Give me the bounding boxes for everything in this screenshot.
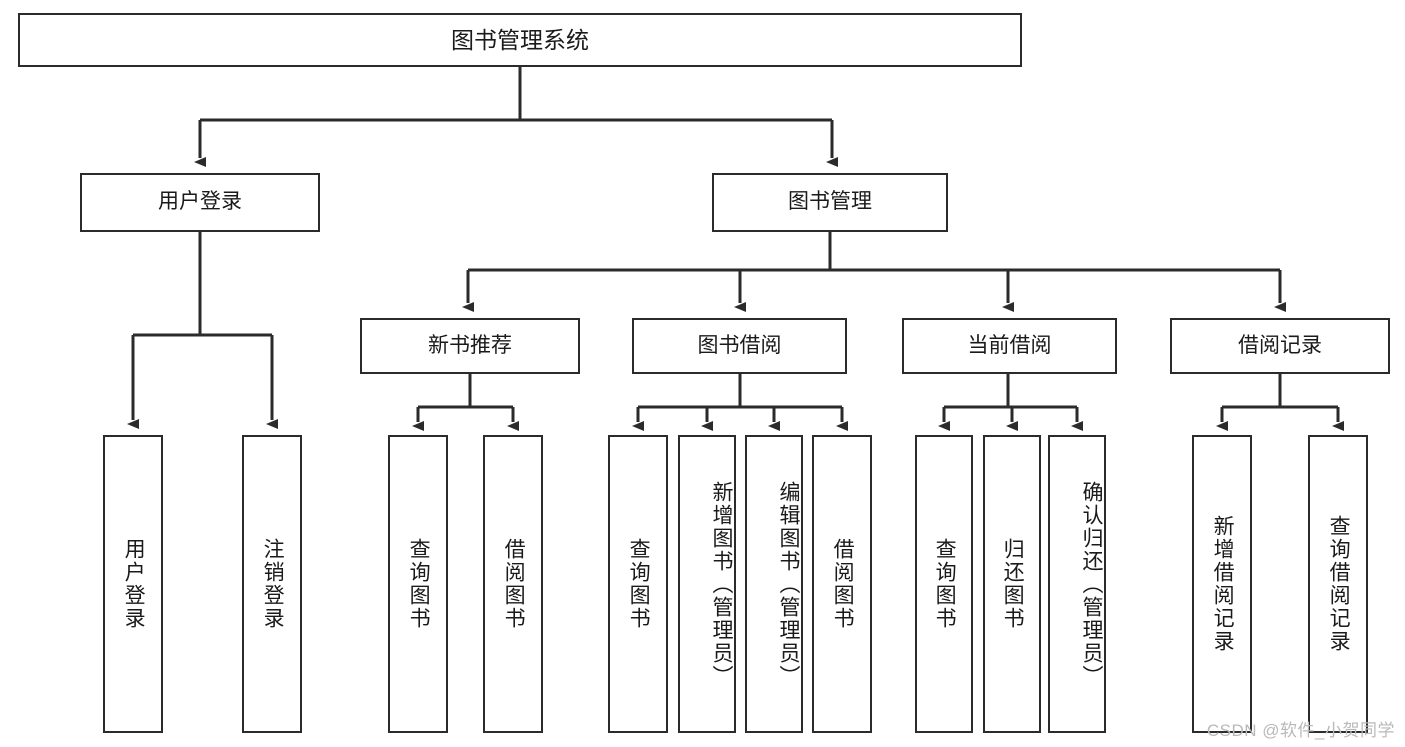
node-leaf-query-borrow-record[interactable]: 查询借阅记录 xyxy=(1308,435,1368,733)
node-label: 新增图书（管理员） xyxy=(710,480,733,688)
node-book-management-system[interactable]: 图书管理系统 xyxy=(18,13,1022,67)
node-label: 用户登录 xyxy=(122,538,146,630)
node-book-borrow[interactable]: 图书借阅 xyxy=(632,318,847,374)
node-new-book-recommend[interactable]: 新书推荐 xyxy=(360,318,580,374)
node-label: 确认归还（管理员） xyxy=(1080,480,1103,688)
node-label: 新增借阅记录 xyxy=(1211,515,1235,653)
node-label: 注销登录 xyxy=(261,538,285,630)
node-label: 编辑图书（管理员） xyxy=(777,480,800,688)
node-leaf-return-book[interactable]: 归还图书 xyxy=(983,435,1041,733)
csdn-watermark: CSDN @软件_小贺同学 xyxy=(1206,721,1395,740)
node-label: 查询图书 xyxy=(933,538,957,630)
node-label: 归还图书 xyxy=(1001,538,1025,630)
node-label: 图书借阅 xyxy=(697,333,782,357)
node-label: 图书管理系统 xyxy=(451,26,589,53)
node-leaf-confirm-return-admin[interactable]: 确认归还（管理员） xyxy=(1048,435,1106,733)
node-label: 借阅图书 xyxy=(502,538,526,630)
node-leaf-add-book-admin[interactable]: 新增图书（管理员） xyxy=(678,435,736,733)
node-leaf-query-book-current[interactable]: 查询图书 xyxy=(915,435,973,733)
node-label: 查询图书 xyxy=(627,538,651,630)
node-label: 查询图书 xyxy=(407,538,431,630)
node-leaf-edit-book-admin[interactable]: 编辑图书（管理员） xyxy=(745,435,803,733)
node-leaf-query-book-newbook[interactable]: 查询图书 xyxy=(388,435,448,733)
node-user-login[interactable]: 用户登录 xyxy=(80,173,320,232)
node-label: 用户登录 xyxy=(158,190,242,214)
node-label: 当前借阅 xyxy=(967,333,1052,357)
node-current-borrow[interactable]: 当前借阅 xyxy=(902,318,1117,374)
node-leaf-borrow-book-newbook[interactable]: 借阅图书 xyxy=(483,435,543,733)
node-leaf-borrow-book[interactable]: 借阅图书 xyxy=(812,435,872,733)
node-leaf-user-login[interactable]: 用户登录 xyxy=(103,435,163,733)
node-label: 借阅图书 xyxy=(831,538,855,630)
node-label: 查询借阅记录 xyxy=(1327,515,1351,653)
node-label: 新书推荐 xyxy=(428,333,512,357)
node-leaf-logout[interactable]: 注销登录 xyxy=(242,435,302,733)
node-leaf-query-book-borrow[interactable]: 查询图书 xyxy=(608,435,668,733)
node-book-management[interactable]: 图书管理 xyxy=(712,173,948,232)
node-label: 图书管理 xyxy=(788,190,872,214)
node-label: 借阅记录 xyxy=(1238,333,1322,357)
node-borrow-record[interactable]: 借阅记录 xyxy=(1170,318,1390,374)
node-leaf-add-borrow-record[interactable]: 新增借阅记录 xyxy=(1192,435,1252,733)
